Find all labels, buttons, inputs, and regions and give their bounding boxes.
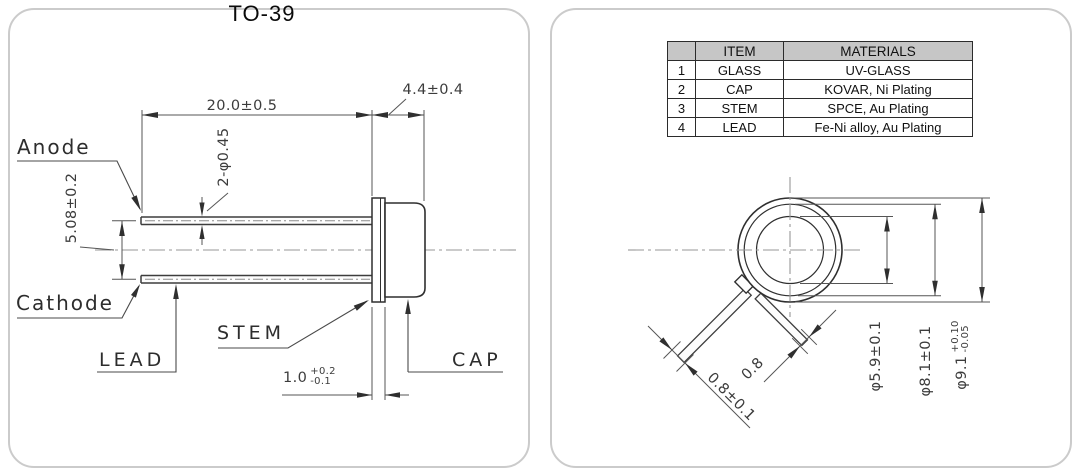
flange-dia-value: φ9.1 xyxy=(954,355,970,390)
dim-cap-dia: φ8.1±0.1 xyxy=(918,325,934,397)
dim-lead-dia: 2-φ0.45 xyxy=(216,127,232,187)
table-row: 4 LEAD Fe-Ni alloy, Au Plating xyxy=(667,117,973,137)
dim-flange-dia: φ9.1 +0.10 -0.05 xyxy=(950,307,972,403)
table-row: 1 GLASS UV-GLASS xyxy=(667,60,973,80)
dim-lead-length: 20.0±0.5 xyxy=(206,98,278,114)
lead-label: LEAD xyxy=(99,349,166,371)
table-row: 2 CAP KOVAR, Ni Plating xyxy=(667,79,973,99)
header-number xyxy=(667,41,696,61)
stem-thickness-tolerance: +0.2 -0.1 xyxy=(310,366,336,387)
materials-table: ITEM MATERIALS 1 GLASS UV-GLASS 2 CAP KO… xyxy=(667,41,973,137)
row-number: 1 xyxy=(667,60,696,80)
cathode-label: Cathode xyxy=(16,291,114,315)
dim-lead-pitch: 5.08±0.2 xyxy=(64,172,80,244)
cap-label: CAP xyxy=(452,349,502,371)
header-item: ITEM xyxy=(695,41,784,61)
drawing-title: TO-39 xyxy=(228,1,296,26)
row-number: 2 xyxy=(667,79,696,99)
row-number: 4 xyxy=(667,117,696,137)
row-item: LEAD xyxy=(695,117,784,137)
dim-stem-thickness: 1.0 +0.2 -0.1 xyxy=(283,366,336,388)
anode-label: Anode xyxy=(17,135,91,159)
row-material: Fe-Ni alloy, Au Plating xyxy=(783,117,973,137)
header-materials: MATERIALS xyxy=(783,41,973,61)
side-view-panel xyxy=(8,8,530,468)
row-material: SPCE, Au Plating xyxy=(783,98,973,118)
row-item: CAP xyxy=(695,79,784,99)
table-header-row: ITEM MATERIALS xyxy=(667,41,973,61)
flange-dia-tolerance: +0.10 -0.05 xyxy=(950,320,971,353)
row-item: STEM xyxy=(695,98,784,118)
dim-cap-height: 4.4±0.4 xyxy=(402,82,464,98)
row-number: 3 xyxy=(667,98,696,118)
stem-label: STEM xyxy=(217,322,286,344)
table-row: 3 STEM SPCE, Au Plating xyxy=(667,98,973,118)
row-material: KOVAR, Ni Plating xyxy=(783,79,973,99)
row-item: GLASS xyxy=(695,60,784,80)
dim-window-dia: φ5.9±0.1 xyxy=(868,320,884,392)
stem-thickness-value: 1.0 xyxy=(283,370,308,386)
row-material: UV-GLASS xyxy=(783,60,973,80)
